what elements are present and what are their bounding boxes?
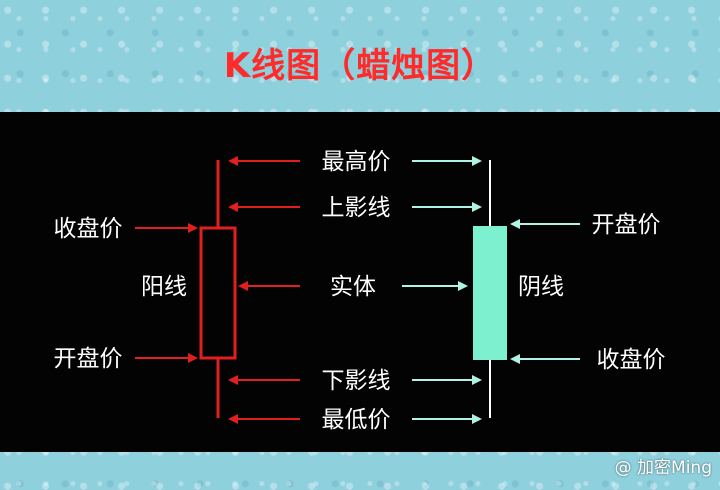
yang-body: [199, 226, 237, 360]
label-left-close: 收盘价: [54, 216, 123, 242]
label-lowest: 最低价: [322, 407, 391, 433]
label-right-close: 收盘价: [597, 347, 666, 373]
yang-candle: [199, 160, 237, 418]
outer-arrows: [135, 219, 580, 364]
page-title: K线图（蜡烛图）: [223, 46, 497, 86]
label-highest: 最高价: [322, 149, 391, 175]
watermark: @ 加密Ming: [614, 458, 712, 478]
yin-body: [473, 226, 507, 360]
label-lower-shadow: 下影线: [322, 368, 391, 394]
label-yin-line: 阴线: [518, 274, 564, 300]
label-right-open: 开盘价: [592, 212, 661, 238]
label-yang-line: 阳线: [141, 274, 187, 300]
center-red-arrows: [228, 156, 300, 424]
yin-candle: [473, 160, 507, 418]
label-body: 实体: [330, 274, 376, 300]
center-cyan-arrows: [402, 156, 482, 424]
label-left-open: 开盘价: [54, 346, 123, 372]
label-upper-shadow: 上影线: [322, 195, 391, 221]
diagram-panel: [0, 112, 720, 452]
